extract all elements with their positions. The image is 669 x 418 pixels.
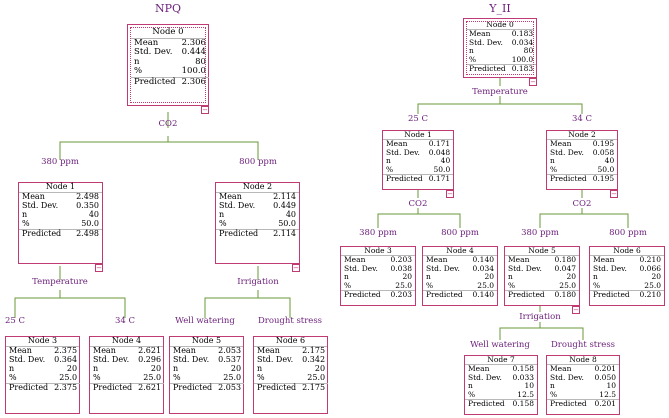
yii-branch-drought-stress: Drought stress — [550, 340, 616, 350]
npq-branch-25c: 25 C — [4, 316, 26, 326]
yii-branch-800ppm-left: 800 ppm — [441, 228, 479, 238]
node-id: Node 5 — [505, 246, 579, 257]
node-id: Node 5 — [170, 336, 243, 347]
npq-tree-title: NPQ — [154, 2, 182, 15]
npq-branch-drought-stress: Drought stress — [257, 316, 323, 326]
yii-split-co2-left: CO2 — [408, 199, 428, 209]
npq-split-irrigation: Irrigation — [237, 277, 279, 287]
yii-tree-title: Y_II — [489, 2, 511, 15]
yii-branch-25c: 25 C — [407, 114, 429, 124]
collapse-icon[interactable]: − — [529, 78, 537, 86]
node-id: Node 1 — [19, 182, 102, 193]
node-id: Node 3 — [6, 336, 79, 347]
npq-branch-380ppm: 380 ppm — [41, 157, 79, 167]
yii-branch-800ppm-right: 800 ppm — [609, 228, 647, 238]
yii-split-co2-right: CO2 — [572, 199, 592, 209]
yii-branch-34c: 34 C — [571, 114, 593, 124]
node-id: Node 3 — [341, 246, 415, 257]
node-id: Node 6 — [254, 336, 327, 347]
yii-branch-380ppm-right: 380 ppm — [521, 228, 559, 238]
npq-branch-800ppm: 800 ppm — [239, 157, 277, 167]
yii-split-irrigation: Irrigation — [519, 312, 561, 322]
node-id: Node 6 — [590, 246, 664, 257]
node-id: Node 4 — [90, 336, 163, 347]
node-id: Node 8 — [547, 355, 619, 366]
yii-branch-well-watering: Well watering — [470, 340, 530, 350]
edge-yii-irr-split-right — [540, 327, 584, 340]
collapse-icon[interactable]: − — [446, 190, 454, 198]
edge-yii-co2a-split-right — [418, 213, 461, 228]
node-id: Node 4 — [423, 246, 497, 257]
yii-branch-380ppm-left: 380 ppm — [359, 228, 397, 238]
npq-split-temperature: Temperature — [32, 277, 88, 287]
edge-yii-co2b-split — [539, 208, 583, 228]
node-id: Node 2 — [547, 130, 617, 141]
edge-yii-irr-split — [499, 322, 541, 340]
collapse-icon[interactable]: − — [572, 306, 580, 314]
node-id: Node 7 — [465, 355, 537, 366]
npq-split-co2: CO2 — [158, 119, 178, 129]
edge-yii-co2a-split — [377, 208, 419, 228]
collapse-icon[interactable]: − — [610, 190, 618, 198]
node-id: Node 0 — [466, 20, 534, 31]
edge-npq-irr-split-right — [258, 297, 291, 318]
collapse-icon[interactable]: − — [292, 264, 300, 272]
npq-branch-well-watering: Well watering — [175, 316, 235, 326]
edge-npq-irr-split — [204, 290, 259, 318]
npq-branch-34c: 34 C — [114, 316, 136, 326]
yii-split-temperature: Temperature — [472, 87, 528, 97]
node-id: Node 1 — [383, 130, 453, 141]
edge-npq-temp-split-right — [60, 297, 126, 318]
node-id: Node 0 — [131, 27, 205, 39]
collapse-icon[interactable]: − — [95, 264, 103, 272]
node-id: Node 2 — [216, 182, 299, 193]
collapse-icon[interactable]: − — [201, 106, 209, 114]
edge-yii-co2b-split-right — [582, 213, 629, 228]
edge-yii-temp-split — [417, 96, 501, 114]
edge-npq-temp-split — [14, 290, 61, 318]
edge-yii-temp-split-right — [500, 103, 583, 114]
